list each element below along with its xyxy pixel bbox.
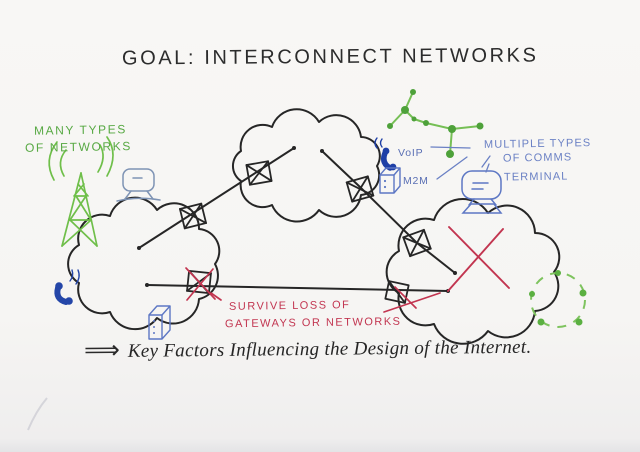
link-topcloud-rightcloud <box>321 150 456 274</box>
survive-label-line2: GATEWAYS OR NETWORKS <box>224 315 402 331</box>
key-factors-note: ⟹ Key Factors Influencing the Design of … <box>84 333 532 368</box>
link-topcloud-leftcloud <box>138 147 295 249</box>
failed-gateway-cross <box>185 267 216 301</box>
pencil-smudge <box>27 397 48 431</box>
many-types-label-line1: MANY TYPES <box>33 122 128 138</box>
ring-network-icon <box>529 270 587 328</box>
link-endpoints <box>137 146 457 293</box>
voip-phone-icon <box>374 137 397 171</box>
crt-terminal-icon <box>461 170 503 214</box>
network-cloud-right <box>385 198 561 345</box>
gateway-box-icon-failed <box>384 280 410 304</box>
many-types-label-line2: OF NETWORKS <box>24 139 133 155</box>
radio-tower-icon <box>48 136 114 247</box>
survive-label-line1: SURVIVE LOSS OF <box>228 299 351 313</box>
network-cloud-left <box>67 196 221 331</box>
gateway-box-icon <box>179 202 207 230</box>
multiple-types-label-line2: OF COMMS <box>502 151 573 165</box>
page-title: GOAL: INTERCONNECT NETWORKS <box>121 44 539 70</box>
server-building-icon <box>148 305 171 340</box>
double-arrow-icon: ⟹ <box>83 335 120 365</box>
failed-network-cross <box>447 226 510 292</box>
voip-label: VoIP <box>398 147 424 159</box>
crt-terminal-icon <box>116 168 161 202</box>
phone-icon <box>54 269 80 305</box>
m2m-label: M2M <box>403 175 429 187</box>
terminal-label: TERMINAL <box>503 170 569 184</box>
network-cloud-top <box>232 108 381 223</box>
m2m-device-icon <box>379 167 401 194</box>
mesh-network-icon <box>387 89 484 158</box>
gateway-box-icon <box>345 175 375 203</box>
failed-gateway-cross <box>383 286 441 313</box>
multiple-types-label-line1: MULTIPLE TYPES <box>483 137 592 151</box>
key-factors-text: Key Factors Influencing the Design of th… <box>127 336 532 362</box>
annotation-pointer-lines <box>430 146 491 180</box>
survive-pointer-dash <box>210 292 222 301</box>
gateway-box-icon <box>245 160 273 186</box>
gateway-box-icon <box>402 228 432 258</box>
